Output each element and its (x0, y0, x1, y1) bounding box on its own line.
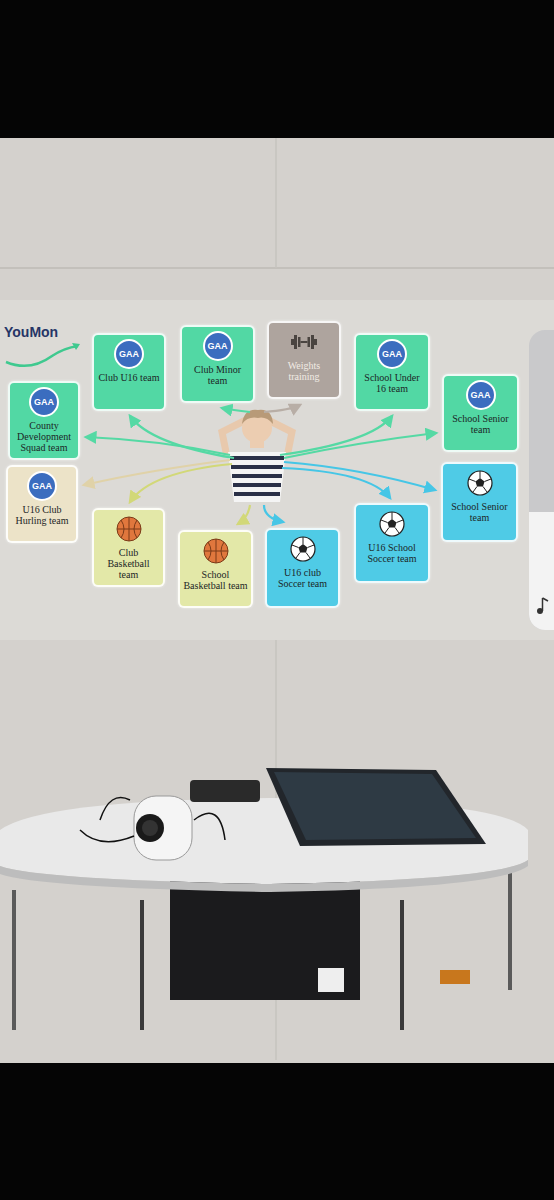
soccer-ball-icon (288, 534, 318, 564)
team-box: GAA Club U16 team (92, 333, 166, 411)
team-name: Club Basketball team (97, 547, 160, 581)
team-box: School Senior team (441, 462, 518, 542)
team-name: School Senior team (446, 501, 513, 523)
team-box: School Basketball team (178, 530, 253, 608)
soccer-ball-icon (465, 468, 495, 498)
team-box: Weights training (267, 321, 341, 399)
brand-logo: YouMon (4, 324, 58, 340)
soccer-ball-icon (377, 509, 407, 539)
team-box: Club Basketball team (92, 508, 165, 587)
gaa-logo: GAA (27, 471, 57, 501)
team-name: Weights training (272, 360, 336, 382)
gaa-logo: GAA (29, 387, 59, 417)
team-box: GAA School Senior team (442, 374, 519, 452)
team-box: U16 club Soccer team (265, 528, 340, 608)
gaa-logo: GAA (377, 339, 407, 369)
team-name: School Under 16 team (359, 372, 425, 394)
basketball-icon (201, 536, 231, 566)
team-name: Club U16 team (98, 372, 159, 383)
team-box: GAACounty Development Squad team (8, 381, 80, 460)
team-name: Club Minor team (185, 364, 250, 386)
barbell-icon (289, 327, 319, 357)
gaa-logo: GAA (114, 339, 144, 369)
team-box: GAA Club Minor team (180, 325, 255, 403)
team-name: U16 Club Hurling team (11, 504, 73, 526)
basketball-icon (114, 514, 144, 544)
table-scene (0, 768, 528, 1030)
team-box: GAA U16 Club Hurling team (6, 465, 78, 543)
team-name: County Development Squad team (13, 420, 75, 454)
team-name: School Basketball team (183, 569, 248, 591)
gaa-logo: GAA (203, 331, 233, 361)
logo-swoosh (6, 343, 80, 366)
gaa-logo: GAA (466, 380, 496, 410)
team-name: School Senior team (447, 413, 514, 435)
team-box: U16 School Soccer team (354, 503, 430, 583)
team-name: U16 School Soccer team (359, 542, 425, 564)
volume-overlay (529, 330, 554, 630)
team-name: U16 club Soccer team (270, 567, 335, 589)
team-box: GAA School Under 16 team (354, 333, 430, 411)
